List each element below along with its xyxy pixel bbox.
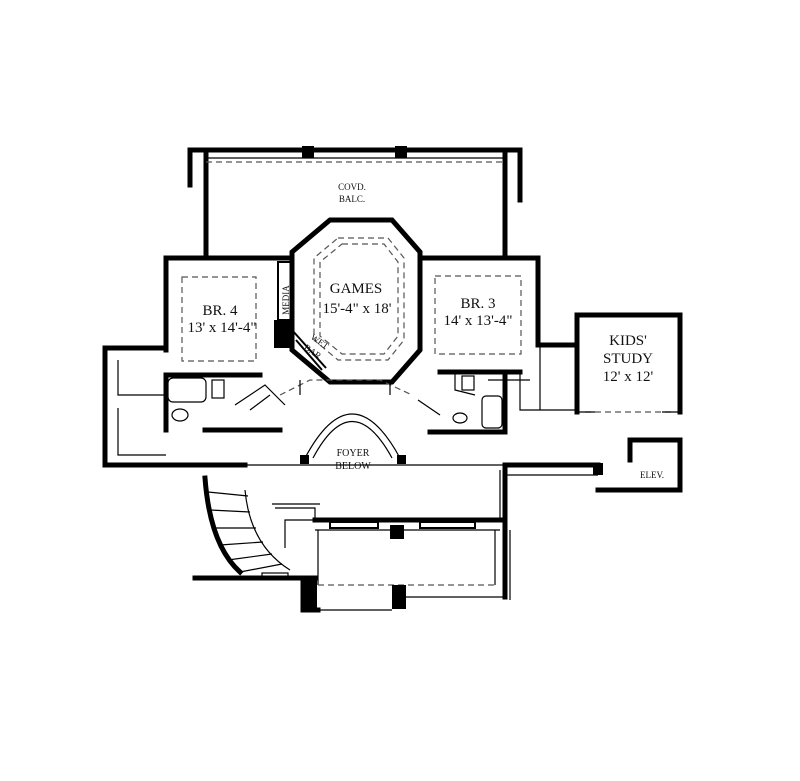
- balcony-label-line1: COVD.: [338, 182, 366, 192]
- br3-name: BR. 3: [460, 296, 495, 312]
- kids-study-line1: KIDS': [609, 333, 647, 349]
- elevator: [593, 437, 683, 493]
- br4-name: BR. 4: [202, 303, 238, 319]
- games-room-name: GAMES: [330, 281, 383, 297]
- kids-study: [539, 312, 683, 415]
- bedroom-4: [163, 255, 293, 362]
- foyer-label-line2: BELOW: [335, 461, 371, 472]
- media-label: MEDIA: [281, 285, 291, 315]
- br4-size: 13' x 14'-4": [187, 320, 256, 336]
- right-wing: [417, 342, 578, 435]
- elevator-label: ELEV.: [640, 470, 664, 480]
- kids-study-line2: STUDY: [603, 351, 653, 367]
- br3-size: 14' x 13'-4": [443, 313, 512, 329]
- foyer-area: [177, 379, 601, 523]
- balcony-label-line2: BALC.: [339, 194, 365, 204]
- bedroom-3: [417, 255, 541, 355]
- foyer-label-line1: FOYER: [337, 448, 370, 459]
- lower-porch: [300, 517, 511, 613]
- left-wing: [102, 345, 286, 468]
- spiral-stair: [192, 475, 320, 581]
- kids-study-size: 12' x 12': [603, 369, 654, 385]
- covered-balcony: [187, 146, 523, 261]
- media-niche: [274, 261, 327, 371]
- games-room-size: 15'-4" x 18': [322, 301, 391, 317]
